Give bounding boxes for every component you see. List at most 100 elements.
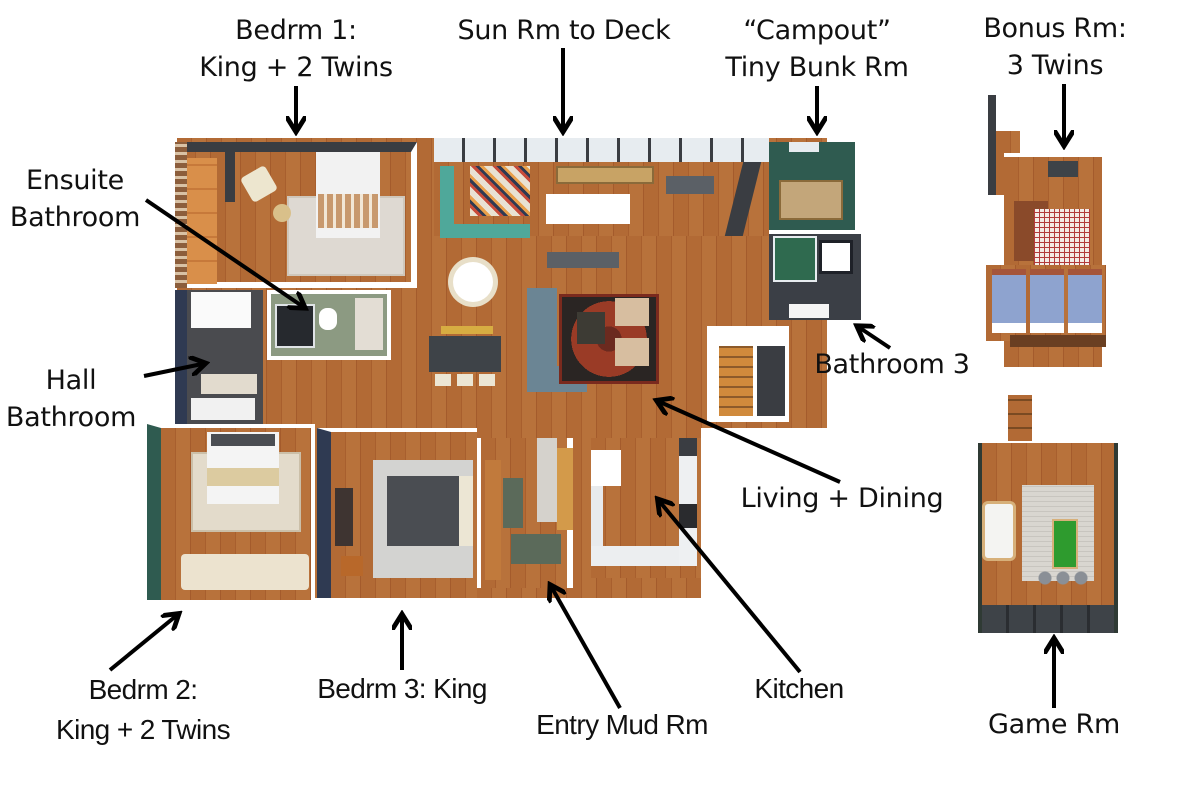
armchair-living-1 bbox=[615, 298, 649, 326]
staircase bbox=[707, 326, 789, 422]
king-bed-bedrm1 bbox=[316, 152, 380, 238]
arrow-living bbox=[660, 402, 841, 484]
bathtub-hall bbox=[191, 292, 251, 328]
label-bedrm2-line2: King + 2 Twins bbox=[56, 714, 231, 745]
counter-bottom bbox=[591, 546, 695, 566]
label-sunroom: Sun Rm to Deck bbox=[448, 12, 680, 49]
label-bedrm2-line1: Bedrm 2: bbox=[88, 674, 198, 705]
room-bathroom3 bbox=[769, 230, 861, 320]
room-hall-bathroom bbox=[175, 290, 263, 424]
label-bedrm3: Bedrm 3: King bbox=[300, 670, 504, 707]
label-hall-bath: Hall Bathroom bbox=[0, 362, 142, 436]
label-campout-line2: Tiny Bunk Rm bbox=[725, 52, 909, 83]
room-bedrm3 bbox=[317, 428, 477, 598]
label-hall-bath-line2: Bathroom bbox=[5, 402, 137, 433]
stairs bbox=[719, 346, 753, 416]
air-hockey-table bbox=[982, 501, 1016, 561]
shower-bathroom3 bbox=[773, 236, 817, 282]
label-game-line1: Game Rm bbox=[988, 709, 1120, 740]
label-living-dining-line1: Living + Dining bbox=[740, 483, 944, 514]
bench-entry bbox=[485, 460, 501, 580]
vanity-ensuite bbox=[355, 298, 383, 350]
label-ensuite-line2: Bathroom bbox=[9, 202, 141, 233]
partition-bedrm1 bbox=[225, 152, 235, 202]
arrow-entry bbox=[552, 588, 622, 709]
king-bed-bedrm2 bbox=[207, 432, 279, 504]
label-bonus-line2: 3 Twins bbox=[1006, 50, 1104, 81]
sink-bathroom3 bbox=[789, 304, 829, 318]
sectional-sofa-bottom bbox=[440, 224, 530, 238]
white-cutout bbox=[546, 194, 630, 224]
label-bedrm1: Bedrm 1: King + 2 Twins bbox=[196, 12, 396, 86]
dining-chairs bbox=[435, 374, 497, 386]
label-campout: “Campout” Tiny Bunk Rm bbox=[712, 12, 922, 86]
label-bedrm3-line1: Bedrm 3: King bbox=[317, 673, 487, 704]
dining-bench bbox=[441, 326, 493, 334]
fridge bbox=[679, 438, 697, 456]
cabinet-entry bbox=[557, 448, 573, 530]
room-game bbox=[978, 443, 1118, 633]
label-bathroom3-line1: Bathroom 3 bbox=[814, 349, 970, 380]
bonus-room-plan bbox=[986, 95, 1106, 367]
window-campout bbox=[789, 142, 819, 152]
twin-daybed-bedrm1 bbox=[187, 158, 217, 284]
stair-wall bbox=[757, 346, 785, 416]
tv-console bbox=[547, 252, 619, 268]
window-mullions bbox=[434, 138, 769, 162]
label-bedrm2: Bedrm 2: King + 2 Twins bbox=[40, 670, 246, 750]
game-room-plan bbox=[978, 393, 1118, 633]
twin-bed-bonus-3 bbox=[1068, 269, 1102, 333]
armchair-living-2 bbox=[615, 338, 649, 366]
room-kitchen bbox=[591, 438, 701, 578]
foosball-table bbox=[1052, 519, 1078, 569]
room-ensuite-bathroom bbox=[267, 290, 391, 360]
label-entry-line1: Entry Mud Rm bbox=[536, 709, 708, 740]
vanity-hall bbox=[191, 398, 255, 420]
diamond-rug bbox=[470, 166, 530, 216]
stovetop bbox=[679, 504, 697, 528]
room-entry-mudroom bbox=[477, 438, 573, 588]
stairs-game bbox=[1008, 395, 1032, 441]
base-board-bonus bbox=[1010, 335, 1106, 347]
label-entry: Entry Mud Rm bbox=[516, 706, 728, 743]
label-hall-bath-line1: Hall bbox=[45, 365, 97, 396]
tub-bathroom3 bbox=[819, 240, 853, 274]
stools-game bbox=[1038, 571, 1092, 585]
dresser-bedrm3 bbox=[335, 488, 353, 546]
arcade-cabinets bbox=[982, 605, 1114, 633]
sectional-sofa-sunroom bbox=[440, 166, 454, 236]
king-bed-bedrm3 bbox=[387, 476, 473, 546]
mat-entry-1 bbox=[503, 478, 523, 528]
coffee-table bbox=[577, 312, 605, 344]
arrow-bedrm2 bbox=[108, 616, 176, 672]
room-bedrm1 bbox=[177, 142, 417, 288]
mat-sunroom bbox=[666, 176, 714, 194]
arrow-bathroom3 bbox=[860, 328, 892, 350]
runner-entry bbox=[537, 438, 557, 522]
dining-table bbox=[429, 336, 501, 372]
label-kitchen-line1: Kitchen bbox=[754, 673, 844, 704]
arrow-ensuite bbox=[144, 198, 302, 306]
stair-wall-bonus bbox=[988, 95, 996, 195]
plaid-wall bbox=[175, 142, 187, 288]
shuffleboard-table bbox=[556, 166, 654, 184]
label-game: Game Rm bbox=[976, 706, 1132, 743]
counter-right bbox=[679, 438, 697, 566]
label-bathroom3: Bathroom 3 bbox=[808, 346, 976, 383]
label-living-dining: Living + Dining bbox=[738, 480, 946, 517]
desk-bonus bbox=[1048, 161, 1078, 177]
main-floor-plan bbox=[147, 138, 865, 603]
round-dining-table bbox=[453, 262, 493, 302]
mat-entry-2 bbox=[511, 534, 561, 564]
twin-daybed-sofa-bedrm2 bbox=[181, 554, 309, 590]
label-sunroom-line1: Sun Rm to Deck bbox=[457, 15, 671, 46]
kitchen-island bbox=[591, 450, 621, 486]
label-ensuite-line1: Ensuite bbox=[26, 165, 124, 196]
room-campout bbox=[769, 142, 855, 230]
ottoman-bedrm1 bbox=[273, 204, 291, 222]
bath-mat-hall bbox=[201, 374, 257, 394]
label-campout-line1: “Campout” bbox=[743, 15, 891, 46]
label-bedrm1-line2: King + 2 Twins bbox=[199, 52, 393, 83]
twin-bed-bonus-2 bbox=[1030, 269, 1064, 333]
